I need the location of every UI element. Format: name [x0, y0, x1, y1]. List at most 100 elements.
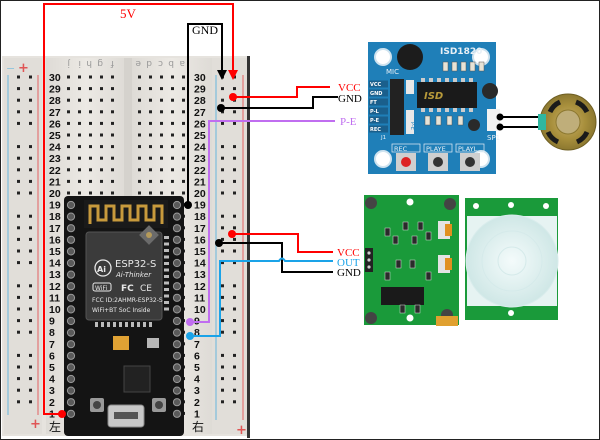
breadboard-hole[interactable]	[67, 168, 70, 172]
breadboard-hole[interactable]	[67, 179, 70, 183]
rail-hole[interactable]	[17, 110, 20, 114]
rail-hole[interactable]	[221, 330, 224, 334]
rail-hole[interactable]	[29, 237, 32, 241]
breadboard-hole[interactable]	[111, 145, 114, 149]
breadboard-hole[interactable]	[78, 156, 81, 160]
breadboard-hole[interactable]	[78, 179, 81, 183]
breadboard-hole[interactable]	[100, 191, 103, 195]
rail-hole[interactable]	[17, 156, 20, 160]
breadboard-hole[interactable]	[160, 179, 163, 183]
rail-hole[interactable]	[29, 377, 32, 381]
rail-hole[interactable]	[233, 295, 236, 299]
breadboard-hole[interactable]	[160, 145, 163, 149]
breadboard-hole[interactable]	[182, 110, 185, 114]
breadboard-hole[interactable]	[89, 98, 92, 102]
breadboard-hole[interactable]	[111, 191, 114, 195]
breadboard-hole[interactable]	[149, 168, 152, 172]
rail-hole[interactable]	[29, 145, 32, 149]
rail-hole[interactable]	[29, 226, 32, 230]
breadboard-hole[interactable]	[100, 156, 103, 160]
breadboard-hole[interactable]	[160, 98, 163, 102]
rail-hole[interactable]	[17, 168, 20, 172]
breadboard-hole[interactable]	[171, 121, 174, 125]
rail-hole[interactable]	[233, 400, 236, 404]
rail-hole[interactable]	[233, 237, 236, 241]
breadboard-hole[interactable]	[100, 133, 103, 137]
breadboard-hole[interactable]	[160, 121, 163, 125]
breadboard-hole[interactable]	[182, 133, 185, 137]
breadboard-hole[interactable]	[89, 168, 92, 172]
breadboard-hole[interactable]	[138, 75, 141, 79]
breadboard-hole[interactable]	[111, 133, 114, 137]
rail-hole[interactable]	[17, 284, 20, 288]
rail-hole[interactable]	[221, 261, 224, 265]
rail-hole[interactable]	[221, 121, 224, 125]
breadboard-hole[interactable]	[138, 121, 141, 125]
breadboard-hole[interactable]	[182, 191, 185, 195]
rail-hole[interactable]	[233, 121, 236, 125]
breadboard-hole[interactable]	[89, 121, 92, 125]
breadboard-hole[interactable]	[111, 121, 114, 125]
rail-hole[interactable]	[221, 110, 224, 114]
breadboard-hole[interactable]	[78, 191, 81, 195]
breadboard-hole[interactable]	[78, 87, 81, 91]
rail-hole[interactable]	[233, 388, 236, 392]
breadboard-hole[interactable]	[171, 156, 174, 160]
breadboard-hole[interactable]	[67, 121, 70, 125]
rail-hole[interactable]	[233, 319, 236, 323]
rail-hole[interactable]	[17, 179, 20, 183]
breadboard-hole[interactable]	[160, 156, 163, 160]
rail-hole[interactable]	[233, 191, 236, 195]
rail-hole[interactable]	[17, 388, 20, 392]
breadboard-hole[interactable]	[171, 110, 174, 114]
rail-hole[interactable]	[17, 214, 20, 218]
rail-hole[interactable]	[29, 284, 32, 288]
rail-hole[interactable]	[233, 330, 236, 334]
rail-hole[interactable]	[221, 377, 224, 381]
rail-hole[interactable]	[221, 319, 224, 323]
breadboard-hole[interactable]	[160, 87, 163, 91]
rail-hole[interactable]	[29, 121, 32, 125]
breadboard-hole[interactable]	[138, 110, 141, 114]
breadboard-hole[interactable]	[100, 98, 103, 102]
breadboard-hole[interactable]	[182, 179, 185, 183]
breadboard-hole[interactable]	[67, 87, 70, 91]
breadboard-hole[interactable]	[149, 75, 152, 79]
rail-hole[interactable]	[17, 261, 20, 265]
breadboard-hole[interactable]	[67, 156, 70, 160]
rail-hole[interactable]	[221, 365, 224, 369]
rail-hole[interactable]	[233, 214, 236, 218]
breadboard-hole[interactable]	[138, 191, 141, 195]
rail-hole[interactable]	[233, 353, 236, 357]
rail-hole[interactable]	[233, 145, 236, 149]
breadboard-hole[interactable]	[182, 98, 185, 102]
rail-hole[interactable]	[29, 75, 32, 79]
breadboard-hole[interactable]	[89, 75, 92, 79]
breadboard-hole[interactable]	[149, 98, 152, 102]
rail-hole[interactable]	[233, 87, 236, 91]
rail-hole[interactable]	[221, 87, 224, 91]
pir-jumper[interactable]	[436, 316, 458, 326]
breadboard-hole[interactable]	[160, 75, 163, 79]
breadboard-hole[interactable]	[171, 191, 174, 195]
rail-hole[interactable]	[233, 168, 236, 172]
rail-hole[interactable]	[29, 388, 32, 392]
rail-hole[interactable]	[29, 98, 32, 102]
breadboard-hole[interactable]	[89, 87, 92, 91]
rail-hole[interactable]	[29, 191, 32, 195]
breadboard-hole[interactable]	[100, 168, 103, 172]
rail-hole[interactable]	[221, 145, 224, 149]
breadboard-hole[interactable]	[182, 75, 185, 79]
rail-hole[interactable]	[233, 110, 236, 114]
breadboard-hole[interactable]	[160, 133, 163, 137]
rail-hole[interactable]	[221, 214, 224, 218]
breadboard-hole[interactable]	[138, 179, 141, 183]
rail-hole[interactable]	[29, 261, 32, 265]
breadboard-hole[interactable]	[149, 121, 152, 125]
breadboard-hole[interactable]	[138, 98, 141, 102]
breadboard-hole[interactable]	[160, 110, 163, 114]
breadboard-hole[interactable]	[100, 75, 103, 79]
rail-hole[interactable]	[17, 319, 20, 323]
breadboard-hole[interactable]	[149, 145, 152, 149]
breadboard-hole[interactable]	[89, 145, 92, 149]
